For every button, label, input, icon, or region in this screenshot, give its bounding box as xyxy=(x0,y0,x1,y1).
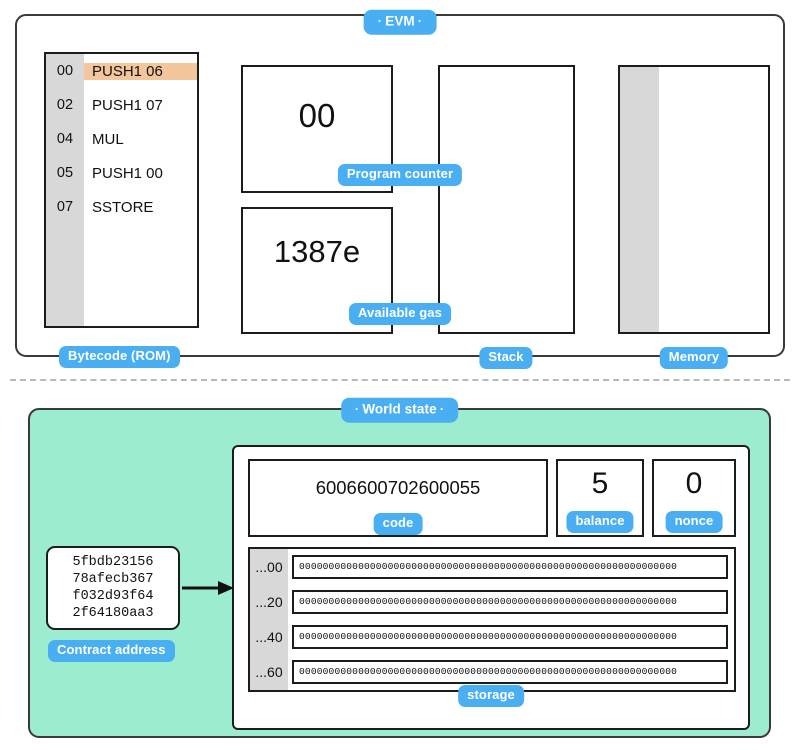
program-counter-label-badge: Program counter xyxy=(337,164,463,186)
title-dot-left: · xyxy=(377,13,383,29)
storage-key: ...20 xyxy=(255,593,283,610)
bytecode-offset-gutter xyxy=(46,54,84,326)
bytecode-row[interactable]: 02 PUSH1 07 xyxy=(46,88,197,122)
balance-panel: 5 balance xyxy=(556,459,644,537)
memory-label-badge: Memory xyxy=(659,347,729,369)
storage-key: ...60 xyxy=(255,663,283,680)
available-gas-label-badge: Available gas xyxy=(349,303,451,325)
bytecode-opcode: PUSH1 06 xyxy=(84,62,197,80)
contract-address-line: 5fbdb23156 xyxy=(72,555,154,570)
bytecode-offset: 00 xyxy=(56,63,74,79)
storage-key: ...00 xyxy=(255,558,283,575)
stack-label-badge: Stack xyxy=(479,347,533,369)
storage-value-cell[interactable]: 0000000000000000000000000000000000000000… xyxy=(292,659,728,684)
bytecode-opcode: MUL xyxy=(92,130,124,148)
memory-panel[interactable] xyxy=(618,65,770,334)
contract-address-label-badge: Contract address xyxy=(48,640,175,662)
evm-title-badge: ·EVM· xyxy=(363,9,437,35)
contract-address-line: 78afecb367 xyxy=(72,572,154,587)
storage-key-gutter xyxy=(250,549,288,690)
bytecode-row[interactable]: 07 SSTORE xyxy=(46,190,197,224)
evm-section: ·EVM· 00 PUSH1 06 02 PUSH1 07 04 MUL 05 … xyxy=(15,9,785,369)
contract-address-box[interactable]: 5fbdb23156 78afecb367 f032d93f64 2f64180… xyxy=(46,546,180,630)
title-dot-right: · xyxy=(417,13,423,29)
bytecode-row[interactable]: 00 PUSH1 06 xyxy=(46,54,197,88)
section-divider xyxy=(10,379,790,381)
storage-value: 0000000000000000000000000000000000000000… xyxy=(299,666,678,677)
balance-label-badge: balance xyxy=(566,511,634,533)
title-dot-right: · xyxy=(439,401,445,417)
storage-value-cell[interactable]: 0000000000000000000000000000000000000000… xyxy=(292,554,728,579)
bytecode-opcode: SSTORE xyxy=(92,198,154,216)
storage-row[interactable]: ...20 0000000000000000000000000000000000… xyxy=(250,584,734,619)
world-state-title-text: World state xyxy=(362,401,437,417)
bytecode-row[interactable]: 05 PUSH1 00 xyxy=(46,156,197,190)
memory-offset-gutter xyxy=(620,67,659,332)
program-counter-value: 00 xyxy=(298,97,336,134)
evm-title-text: EVM xyxy=(385,13,415,29)
code-value: 6006600702600055 xyxy=(315,477,481,498)
address-to-account-arrow xyxy=(182,581,234,595)
storage-row[interactable]: ...00 0000000000000000000000000000000000… xyxy=(250,549,734,584)
storage-value-cell[interactable]: 0000000000000000000000000000000000000000… xyxy=(292,624,728,649)
code-label-badge: code xyxy=(373,513,423,535)
contract-address-line: f032d93f64 xyxy=(72,589,154,604)
storage-row[interactable]: ...40 0000000000000000000000000000000000… xyxy=(250,619,734,654)
nonce-panel: 0 nonce xyxy=(652,459,736,537)
storage-value: 0000000000000000000000000000000000000000… xyxy=(299,631,678,642)
storage-value: 0000000000000000000000000000000000000000… xyxy=(299,561,678,572)
bytecode-row[interactable]: 04 MUL xyxy=(46,122,197,156)
world-state-title-badge: ·World state· xyxy=(340,397,459,423)
bytecode-offset: 04 xyxy=(56,131,74,147)
available-gas-value: 1387e xyxy=(273,234,361,269)
storage-key: ...40 xyxy=(255,628,283,645)
bytecode-opcode: PUSH1 00 xyxy=(92,164,163,182)
stack-panel[interactable] xyxy=(438,65,575,334)
storage-value-cell[interactable]: 0000000000000000000000000000000000000000… xyxy=(292,589,728,614)
bytecode-offset: 07 xyxy=(56,199,74,215)
balance-value: 5 xyxy=(591,467,609,500)
bytecode-offset: 05 xyxy=(56,165,74,181)
contract-address-line: 2f64180aa3 xyxy=(72,606,154,621)
bytecode-panel[interactable]: 00 PUSH1 06 02 PUSH1 07 04 MUL 05 PUSH1 … xyxy=(44,52,199,328)
nonce-value: 0 xyxy=(685,467,703,500)
storage-panel[interactable]: ...00 0000000000000000000000000000000000… xyxy=(248,547,736,692)
bytecode-offset: 02 xyxy=(56,97,74,113)
nonce-label-badge: nonce xyxy=(665,511,723,533)
account-card: 6006600702600055 code 5 balance 0 nonce … xyxy=(232,445,750,730)
code-panel: 6006600702600055 code xyxy=(248,459,548,537)
storage-label-badge: storage xyxy=(458,685,524,707)
storage-value: 0000000000000000000000000000000000000000… xyxy=(299,596,678,607)
bytecode-opcode: PUSH1 07 xyxy=(92,96,163,114)
bytecode-label-badge: Bytecode (ROM) xyxy=(59,346,180,368)
storage-row[interactable]: ...60 0000000000000000000000000000000000… xyxy=(250,654,734,689)
title-dot-left: · xyxy=(354,401,360,417)
